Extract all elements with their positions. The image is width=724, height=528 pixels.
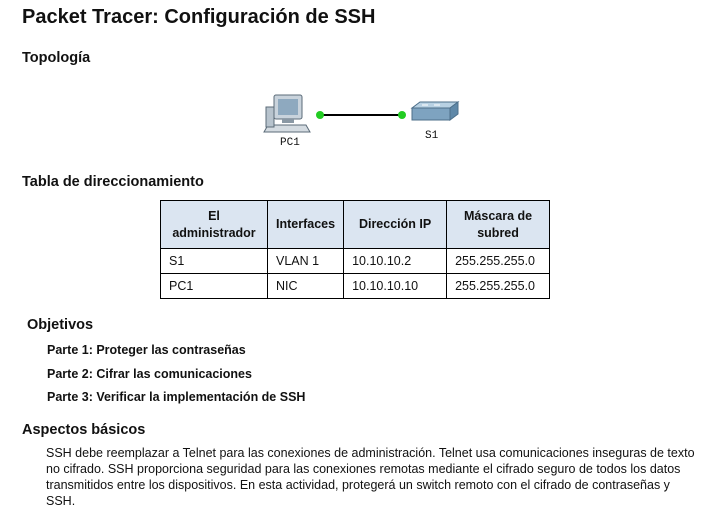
table-cell: 10.10.10.10	[343, 273, 448, 299]
table-cell: VLAN 1	[266, 248, 345, 274]
col-header-mask: Máscara de subred	[446, 200, 551, 249]
objective-item: Parte 2: Cifrar las comunicaciones	[47, 367, 252, 381]
switch-port-indicator	[398, 111, 406, 119]
table-cell: PC1	[160, 273, 268, 299]
table-cell: 255.255.255.0	[446, 273, 551, 299]
pc1-label: PC1	[280, 137, 300, 149]
table-cell: 255.255.255.0	[446, 248, 551, 274]
s1-label: S1	[425, 130, 439, 142]
pc-icon	[263, 94, 311, 133]
addressing-table: El administrador Interfaces Dirección IP…	[160, 200, 551, 299]
topology-diagram	[263, 94, 460, 133]
addressing-heading: Tabla de direccionamiento	[22, 174, 204, 190]
table-cell: S1	[160, 248, 268, 274]
switch-icon	[410, 101, 460, 121]
objectives-heading: Objetivos	[27, 317, 94, 333]
table-cell: NIC	[266, 273, 345, 299]
table-cell: 10.10.10.2	[343, 248, 448, 274]
table-row: PC1 NIC 10.10.10.10 255.255.255.0	[160, 273, 551, 299]
background-heading: Aspectos básicos	[22, 422, 146, 438]
table-row: S1 VLAN 1 10.10.10.2 255.255.255.0	[160, 248, 551, 274]
col-header-interfaces: Interfaces	[266, 200, 345, 249]
background-paragraph: SSH debe reemplazar a Telnet para las co…	[46, 446, 695, 508]
table-header-row: El administrador Interfaces Dirección IP…	[160, 200, 551, 249]
col-header-ip: Dirección IP	[343, 200, 448, 249]
topology-heading: Topología	[22, 50, 91, 66]
col-header-admin: El administrador	[160, 200, 268, 249]
page-title: Packet Tracer: Configuración de SSH	[22, 6, 376, 28]
objective-item: Parte 1: Proteger las contraseñas	[47, 343, 246, 357]
pc-port-indicator	[316, 111, 324, 119]
objective-item: Parte 3: Verificar la implementación de …	[47, 390, 306, 404]
